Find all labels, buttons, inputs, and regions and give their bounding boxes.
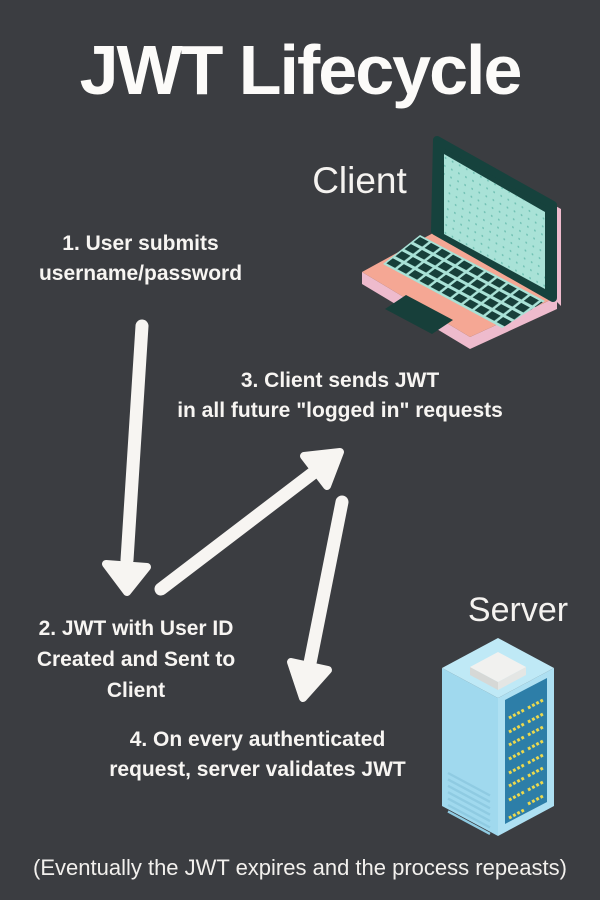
arrow-up-right-icon (154, 448, 344, 596)
step-2-line-3: Client (106, 679, 166, 702)
client-label: Client (312, 160, 407, 201)
server-vents (447, 771, 491, 835)
step-2-line-1: 2. JWT with User ID (38, 617, 234, 640)
step-4-text: 4. On every authenticated request, serve… (75, 725, 440, 785)
step-1-line-1: 1. User submits (62, 232, 219, 255)
server-rack-icon (442, 638, 554, 836)
step-4-line-1: 4. On every authenticated (129, 728, 386, 751)
arrow-down-left-icon (287, 495, 349, 702)
step-2-text: 2. JWT with User ID Created and Sent to … (5, 613, 267, 706)
step-3-line-1: 3. Client sends JWT (240, 369, 440, 392)
server-label: Server (467, 591, 569, 629)
step-3-text: 3. Client sends JWT in all future "logge… (135, 366, 545, 426)
step-1-text: 1. User submits username/password (8, 229, 273, 289)
step-3-line-2: in all future "logged in" requests (177, 399, 503, 422)
step-2-line-2: Created and Sent to (36, 648, 236, 671)
step-1-line-2: username/password (38, 262, 243, 285)
page-title: JWT Lifecycle (79, 31, 523, 109)
step-4-line-2: request, server validates JWT (109, 758, 406, 781)
server-lights (508, 698, 544, 820)
footer-note: (Eventually the JWT expires and the proc… (33, 855, 567, 880)
